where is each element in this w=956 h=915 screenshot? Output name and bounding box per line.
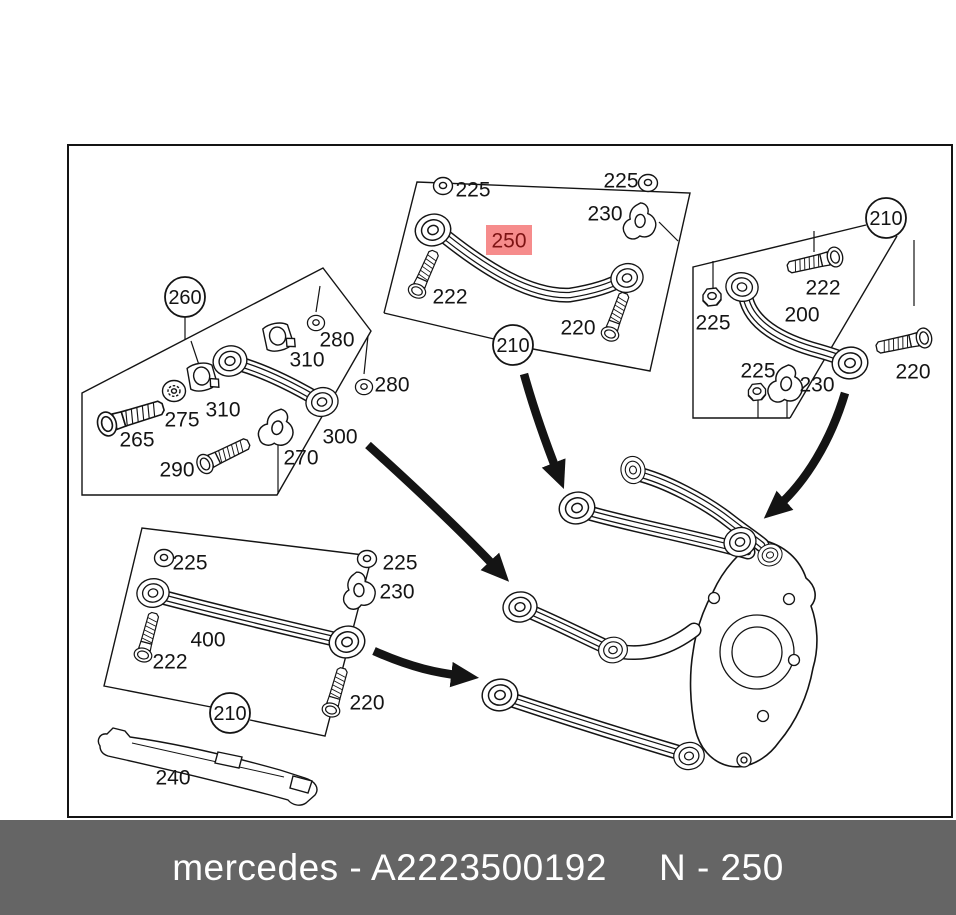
bolt-290-drawing bbox=[193, 433, 254, 477]
pointer-arrow-top bbox=[519, 372, 566, 490]
bolt-220-drawing bbox=[319, 665, 353, 720]
washer-225a-drawing bbox=[432, 176, 454, 196]
bracket-230-drawing bbox=[340, 570, 378, 611]
part-label-225a: 225 bbox=[695, 312, 730, 335]
bolt-220-drawing bbox=[598, 289, 634, 345]
group-ref-circle-210-top bbox=[492, 324, 534, 366]
group-ref-210-right: 210 bbox=[869, 208, 902, 230]
part-label-225a: 225 bbox=[172, 552, 207, 575]
part-label-280b: 280 bbox=[374, 374, 409, 397]
assembly-group-260: 260 280 310 280 275 310 265 300 290 270 bbox=[81, 267, 410, 496]
lock-washer-275-drawing bbox=[161, 379, 187, 403]
bolt-222-drawing bbox=[784, 244, 846, 279]
caption-bar: mercedes - A2223500192 N - 250 bbox=[0, 820, 956, 915]
part-label-270: 270 bbox=[283, 447, 318, 470]
part-label-222: 222 bbox=[805, 277, 840, 300]
bracket-270-drawing bbox=[255, 404, 300, 452]
part-label-225b: 225 bbox=[603, 170, 638, 193]
assembly-group-210-bottom: 210 225 225 230 400 222 220 240 bbox=[97, 527, 418, 806]
part-label-230: 230 bbox=[379, 581, 414, 604]
assembled-knuckle-drawing bbox=[478, 453, 818, 773]
part-label-225b: 225 bbox=[382, 552, 417, 575]
washer-225a-drawing bbox=[153, 548, 175, 568]
svg-text:250: 250 bbox=[491, 230, 526, 253]
crossmember-240-drawing bbox=[97, 727, 318, 806]
control-arm-250-drawing bbox=[410, 209, 647, 303]
part-label-275: 275 bbox=[164, 409, 199, 432]
bracket-230-drawing bbox=[621, 200, 659, 242]
pointer-arrow-bottom bbox=[372, 647, 480, 688]
part-label-230: 230 bbox=[587, 203, 622, 226]
group-ref-circle-210-bottom bbox=[209, 692, 251, 734]
part-label-220: 220 bbox=[349, 692, 384, 715]
part-label-222: 222 bbox=[432, 286, 467, 309]
part-label-310b: 310 bbox=[205, 399, 240, 422]
highlighted-part-label-250: 250 bbox=[486, 225, 532, 255]
part-label-265: 265 bbox=[119, 429, 154, 452]
washer-225b-drawing bbox=[356, 549, 378, 569]
pointer-arrow-left bbox=[365, 441, 510, 582]
part-label-280a: 280 bbox=[319, 329, 354, 352]
assembly-group-210-top: 210 225 225 230 222 220 250 bbox=[383, 170, 691, 372]
control-arm-400-drawing bbox=[133, 575, 370, 663]
caption-note: N - 250 bbox=[658, 846, 784, 888]
part-label-230: 230 bbox=[799, 374, 834, 397]
part-label-240: 240 bbox=[155, 767, 190, 790]
washer-280b-drawing bbox=[354, 378, 374, 396]
group-ref-210-top: 210 bbox=[496, 335, 529, 357]
part-label-220: 220 bbox=[560, 317, 595, 340]
part-label-225b: 225 bbox=[740, 360, 775, 383]
part-label-200: 200 bbox=[784, 304, 819, 327]
part-label-225a: 225 bbox=[455, 179, 490, 202]
group-ref-circle-260 bbox=[164, 276, 206, 318]
assembly-group-210-right: 210 222 225 200 220 225 230 bbox=[692, 197, 935, 419]
washer-225b-drawing bbox=[637, 173, 659, 193]
pointer-arrow-right bbox=[763, 391, 850, 519]
nut-225b-drawing bbox=[747, 382, 767, 402]
group-ref-260: 260 bbox=[168, 287, 201, 309]
part-label-220: 220 bbox=[895, 361, 930, 384]
nut-225a-drawing bbox=[702, 287, 722, 307]
lower-arm-drawing bbox=[495, 689, 695, 763]
part-label-310a: 310 bbox=[289, 349, 324, 372]
caption-part-number: mercedes - A2223500192 bbox=[172, 846, 607, 888]
bolt-220-drawing bbox=[873, 325, 935, 359]
part-label-290: 290 bbox=[159, 459, 194, 482]
group-ref-210-bottom: 210 bbox=[213, 703, 246, 725]
part-label-222: 222 bbox=[152, 651, 187, 674]
control-arm-300-drawing bbox=[208, 341, 342, 421]
part-label-400: 400 bbox=[190, 629, 225, 652]
diagram-border bbox=[67, 144, 953, 818]
control-arm-200-drawing bbox=[722, 269, 872, 383]
part-label-300: 300 bbox=[322, 426, 357, 449]
group-ref-circle-210-right bbox=[865, 197, 907, 239]
